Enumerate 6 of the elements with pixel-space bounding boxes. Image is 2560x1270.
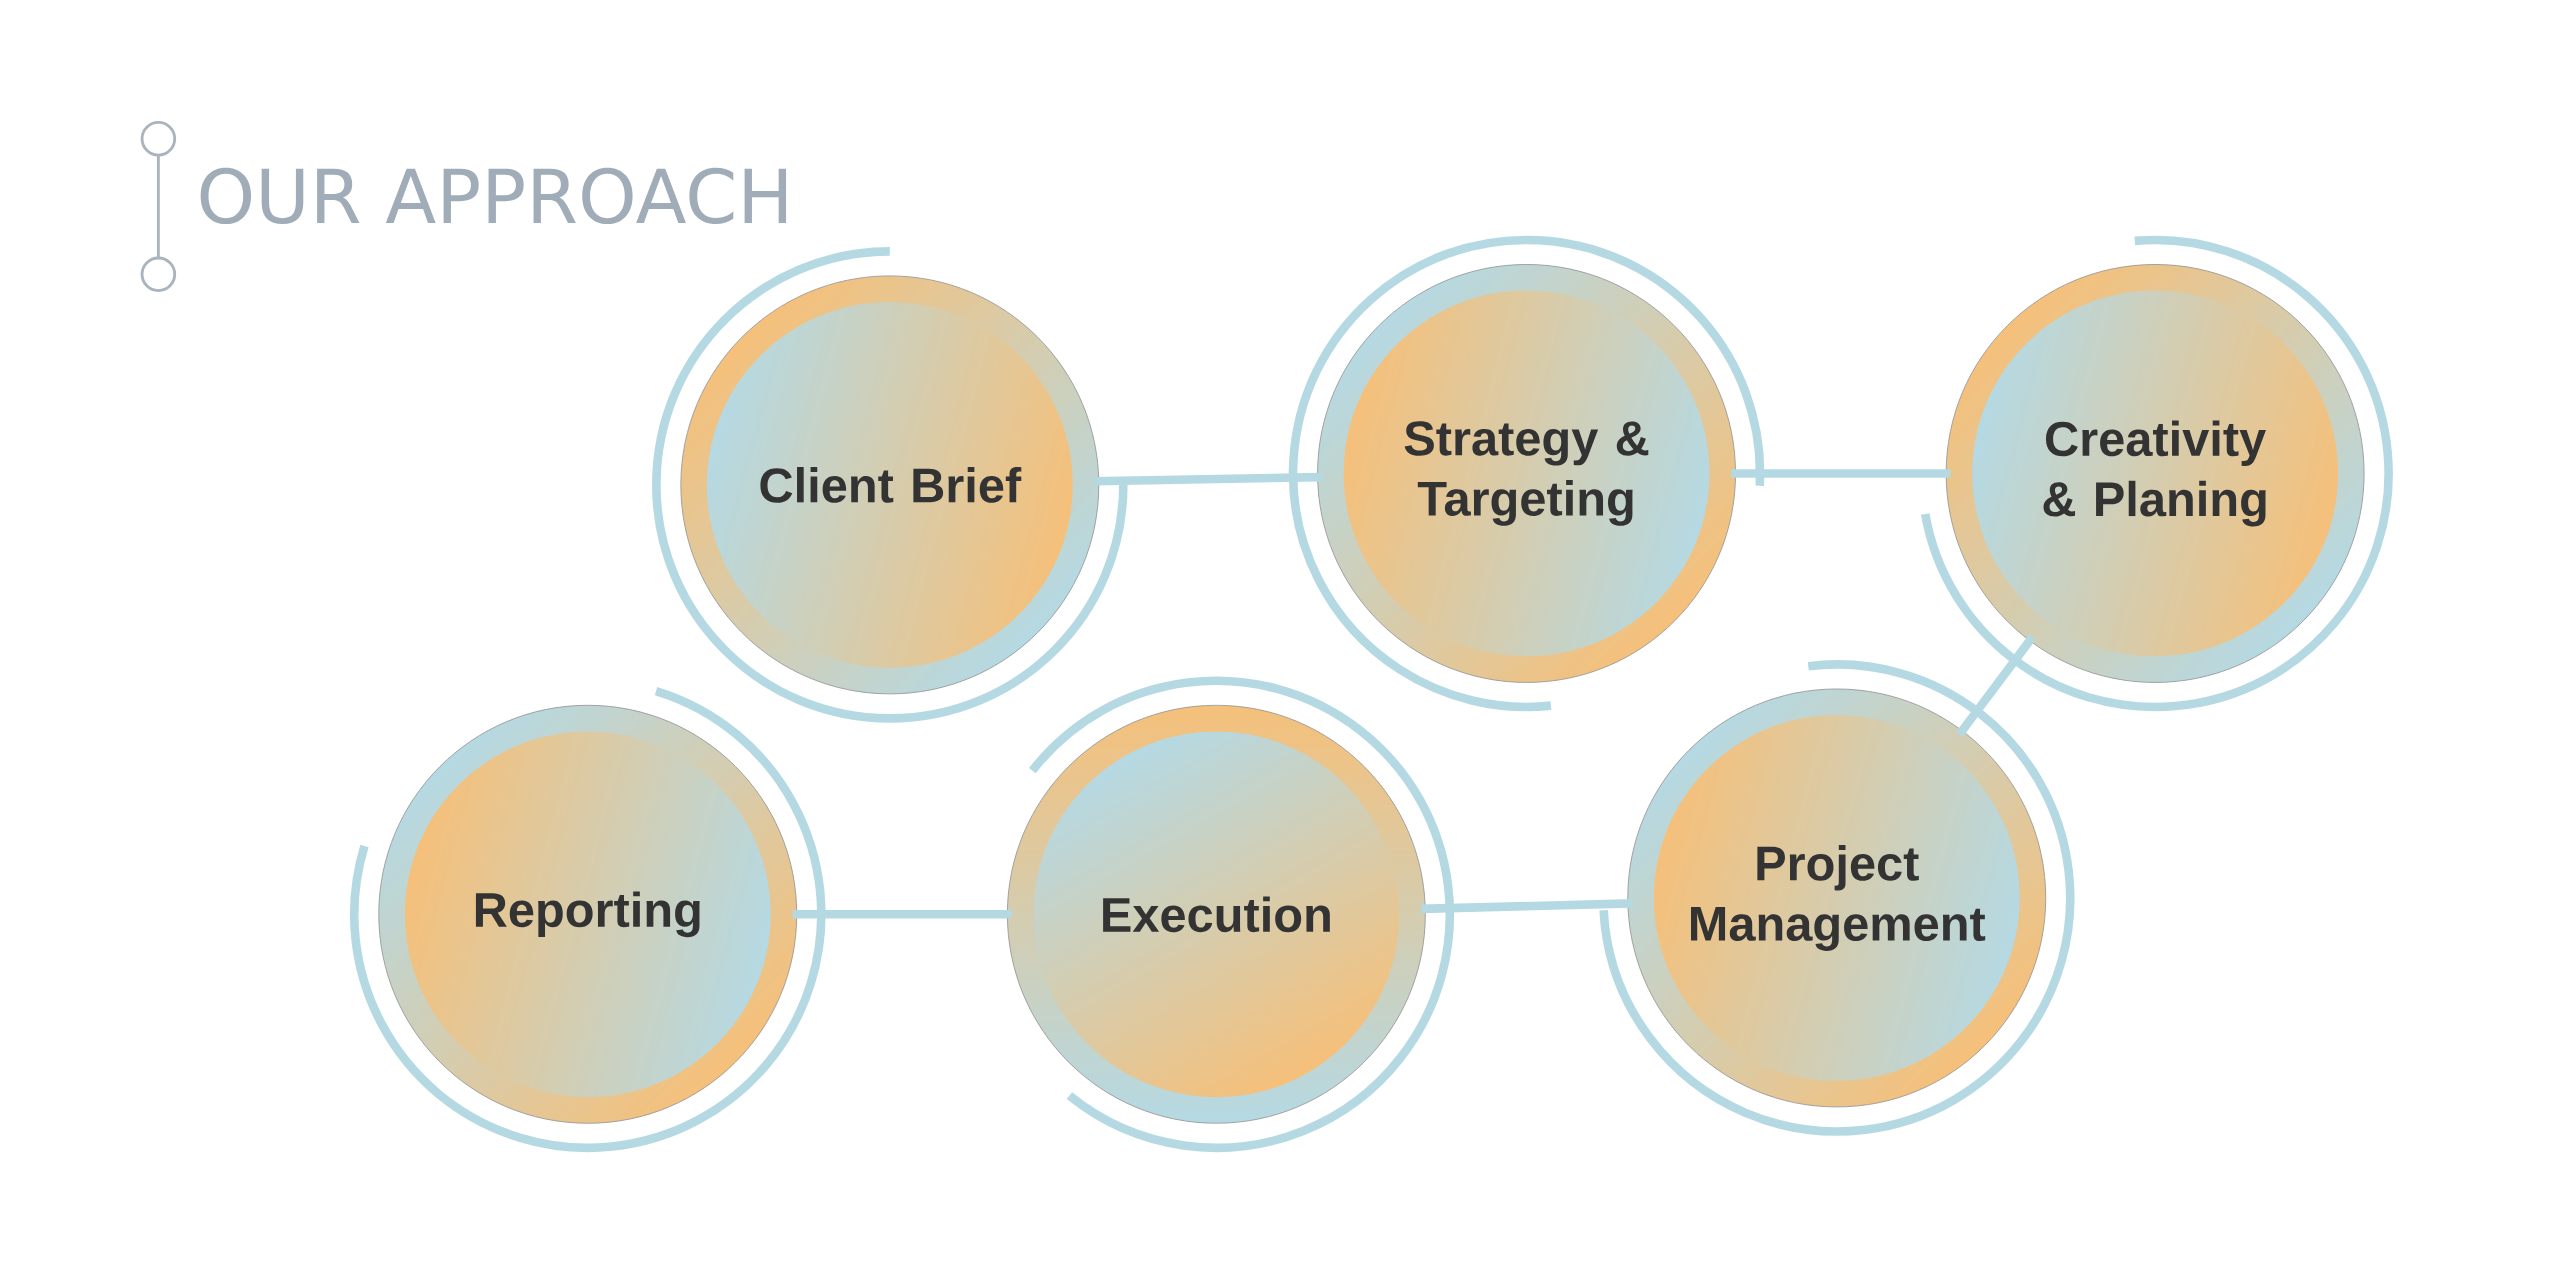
connector-line <box>1956 634 2036 737</box>
connector-line <box>1094 472 1323 486</box>
connector-line <box>1731 469 1951 478</box>
title: OUR APPROACH <box>200 167 787 224</box>
connector-line <box>1420 898 1633 914</box>
connector-line <box>792 909 1012 919</box>
